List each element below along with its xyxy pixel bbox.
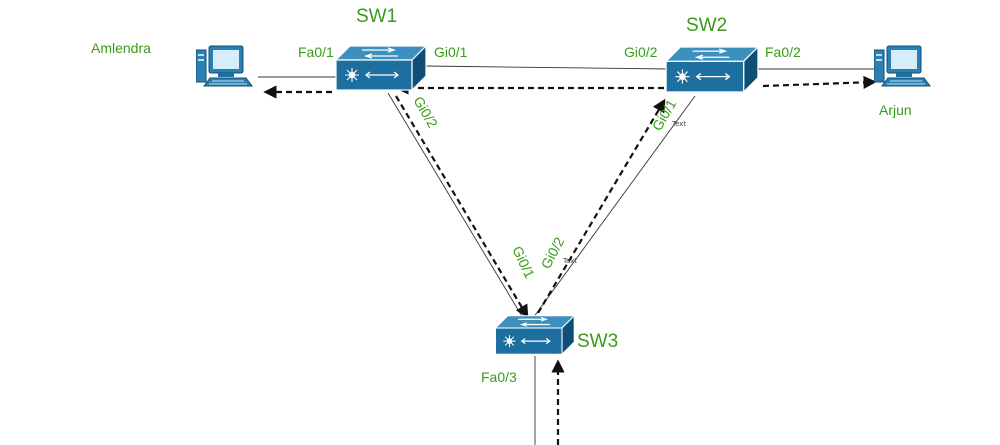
- stray-text-near-sw2: Text: [671, 120, 686, 128]
- port-label-sw3-gi01: Gi0/1: [509, 244, 538, 281]
- switch-sw2[interactable]: [665, 46, 759, 93]
- host-arjun[interactable]: [874, 45, 931, 87]
- link-sw1-sw3: [387, 92, 524, 319]
- flow-arrow-sw2-to-arjun: [762, 75, 877, 89]
- host-amlendra[interactable]: [196, 45, 253, 87]
- link-sw1-sw2: [424, 65, 669, 70]
- sw3-name: SW3: [577, 331, 618, 352]
- sw2-name: SW2: [686, 15, 727, 36]
- port-label-sw3-gi02: Gi0/2: [538, 234, 568, 271]
- desktop-computer-icon: [874, 45, 931, 87]
- host-name-arjun: Arjun: [879, 102, 912, 118]
- switch-sw3[interactable]: [494, 315, 575, 355]
- switch-sw1[interactable]: [335, 45, 427, 91]
- port-label-sw1-gi02: Gi0/2: [410, 94, 441, 131]
- port-label-sw1-fa01: Fa0/1: [298, 44, 334, 60]
- port-label-sw3-fa03: Fa0/3: [481, 369, 517, 385]
- network-switch-icon: [335, 45, 427, 91]
- link-sw2-sw3: [532, 95, 696, 319]
- port-label-sw2-gi02: Gi0/2: [624, 44, 658, 60]
- flow-arrow-sw3-to-sw2: [537, 98, 666, 314]
- network-switch-icon: [665, 46, 759, 93]
- desktop-computer-icon: [196, 45, 253, 87]
- port-label-sw2-fa02: Fa0/2: [765, 44, 801, 60]
- port-label-sw1-gi01: Gi0/1: [434, 44, 468, 60]
- stray-text-near-sw3: Text: [562, 257, 577, 265]
- host-name-amlendra: Amlendra: [91, 40, 151, 56]
- network-switch-icon: [494, 315, 575, 355]
- sw1-name: SW1: [356, 6, 397, 27]
- flow-arrow-sw1-to-sw3: [395, 95, 529, 319]
